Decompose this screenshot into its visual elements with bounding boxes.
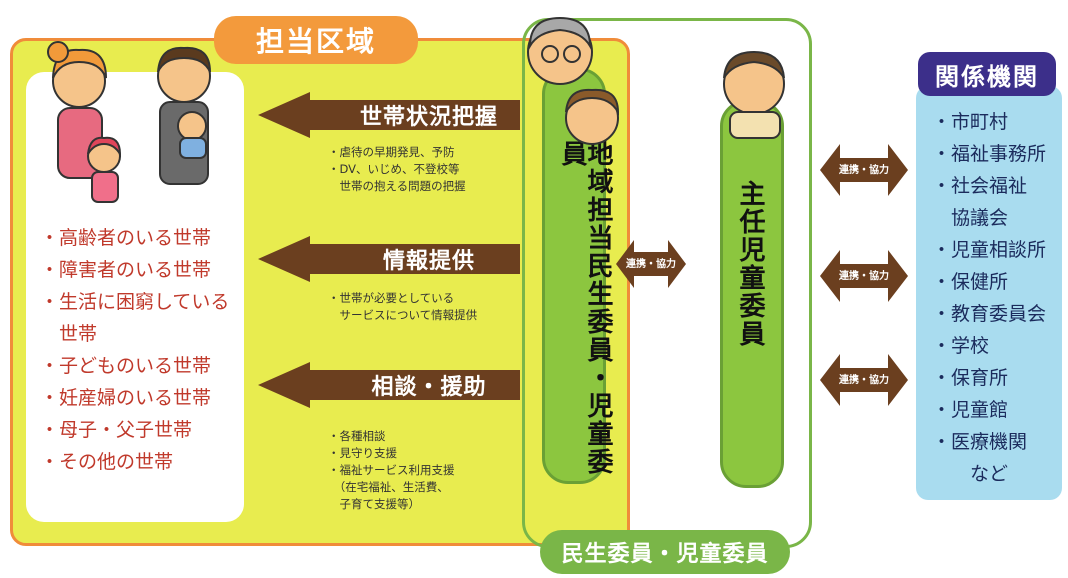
household-item: ・母子・父子世帯	[40, 419, 193, 441]
activity-note: ・各種相談	[328, 429, 386, 443]
activity-label: 世帯状況把握	[359, 105, 498, 130]
orgs-list: ・市町村 ・福祉事務所 ・社会福祉 協議会 ・児童相談所 ・保健所 ・教育委員会…	[932, 106, 1046, 490]
activity-note: 世帯の抱える問題の把握	[328, 179, 466, 193]
chief-member-label: 主任児童委員	[735, 180, 765, 348]
org-item: ・保健所	[932, 271, 1009, 293]
org-item: など	[932, 463, 1009, 485]
activity-notes-consultation: ・各種相談 ・見守り支援 ・福祉サービス利用支援 （在宅福祉、生活費、 子育て支…	[328, 428, 455, 513]
link-arrow-orgs-2: 連携・協力	[820, 246, 908, 306]
household-item: ・生活に困窮している	[40, 291, 230, 313]
org-item: ・医療機関	[932, 431, 1028, 453]
household-list: ・高齢者のいる世帯 ・障害者のいる世帯 ・生活に困窮している 世帯 ・子どものい…	[40, 222, 229, 478]
activity-label: 情報提供	[382, 249, 475, 274]
link-label: 連携・協力	[626, 259, 676, 270]
activity-note: サービスについて情報提供	[328, 308, 478, 322]
activity-note: （在宅福祉、生活費、	[328, 480, 449, 494]
household-item: ・高齢者のいる世帯	[40, 227, 212, 249]
household-item: ・子どものいる世帯	[40, 355, 212, 377]
activity-note: ・福祉サービス利用支援	[328, 463, 455, 477]
chief-illustration	[723, 50, 785, 139]
household-item: ・妊産婦のいる世帯	[40, 387, 212, 409]
activity-arrow-consultation: 相談・援助	[258, 362, 520, 408]
activity-note: ・見守り支援	[328, 446, 397, 460]
household-item: ・その他の世帯	[40, 451, 174, 473]
link-arrow-orgs-3: 連携・協力	[820, 350, 908, 410]
household-item: ・障害者のいる世帯	[40, 259, 212, 281]
link-label: 連携・協力	[839, 271, 889, 282]
activity-notes-situation: ・虐待の早期発見、予防 ・DV、いじめ、不登校等 世帯の抱える問題の把握	[328, 144, 466, 195]
regional-member-label: 地域担当民生委員・児童委員	[557, 140, 613, 476]
org-item: ・児童相談所	[932, 239, 1047, 261]
committee-title: 民生委員・児童委員	[540, 530, 790, 574]
link-arrow-orgs-1: 連携・協力	[820, 140, 908, 200]
activity-arrow-information: 情報提供	[258, 236, 520, 282]
org-item: ・福祉事務所	[932, 143, 1047, 165]
orgs-panel: ・市町村 ・福祉事務所 ・社会福祉 協議会 ・児童相談所 ・保健所 ・教育委員会…	[916, 86, 1062, 500]
household-panel: ・高齢者のいる世帯 ・障害者のいる世帯 ・生活に困窮している 世帯 ・子どものい…	[26, 41, 244, 522]
family-illustration	[47, 41, 211, 203]
link-arrow-members: 連携・協力	[616, 234, 686, 294]
activity-notes-information: ・世帯が必要としている サービスについて情報提供	[328, 290, 477, 324]
activity-note: ・DV、いじめ、不登校等	[328, 162, 460, 176]
orgs-title: 関係機関	[918, 52, 1056, 96]
link-label: 連携・協力	[839, 375, 889, 386]
activity-label: 相談・援助	[371, 375, 487, 400]
org-item: ・学校	[932, 335, 990, 357]
member-illustration	[527, 16, 620, 145]
org-item: ・社会福祉	[932, 175, 1028, 197]
org-item: ・保育所	[932, 367, 1009, 389]
activity-arrow-situation: 世帯状況把握	[258, 92, 520, 138]
org-item: 協議会	[932, 207, 1009, 229]
activity-note: ・世帯が必要としている	[328, 291, 455, 305]
area-title: 担当区域	[214, 16, 418, 64]
household-item: 世帯	[40, 323, 98, 345]
org-item: ・児童館	[932, 399, 1009, 421]
chief-member-pillar	[720, 100, 784, 488]
activity-note: ・虐待の早期発見、予防	[328, 145, 455, 159]
activity-note: 子育て支援等）	[328, 497, 420, 511]
org-item: ・教育委員会	[932, 303, 1047, 325]
link-label: 連携・協力	[839, 165, 889, 176]
org-item: ・市町村	[932, 111, 1009, 133]
